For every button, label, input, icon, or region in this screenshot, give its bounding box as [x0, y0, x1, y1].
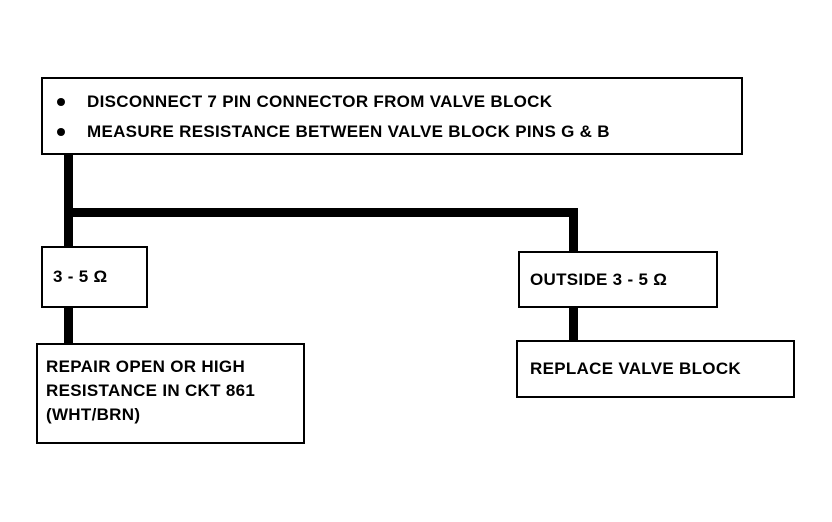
connector-right-result-to-action: [569, 306, 578, 342]
start-step-box: DISCONNECT 7 PIN CONNECTOR FROM VALVE BL…: [41, 77, 743, 155]
action-box-replace: REPLACE VALVE BLOCK: [516, 340, 795, 398]
result-label: 3 - 5 Ω: [53, 267, 108, 286]
connector-start-down: [64, 153, 73, 248]
step-item: DISCONNECT 7 PIN CONNECTOR FROM VALVE BL…: [43, 87, 741, 117]
step-text: MEASURE RESISTANCE BETWEEN VALVE BLOCK P…: [87, 122, 610, 141]
action-text: REPLACE VALVE BLOCK: [530, 359, 741, 378]
result-label: OUTSIDE 3 - 5 Ω: [530, 269, 668, 289]
result-box-in-range: 3 - 5 Ω: [41, 246, 148, 308]
result-box-out-of-range: OUTSIDE 3 - 5 Ω: [518, 251, 718, 308]
action-text: REPAIR OPEN OR HIGH RESISTANCE IN CKT 86…: [46, 357, 256, 424]
action-box-repair: REPAIR OPEN OR HIGH RESISTANCE IN CKT 86…: [36, 343, 305, 444]
bullet-icon: [57, 128, 65, 136]
bullet-icon: [57, 98, 65, 106]
connector-right-down: [569, 208, 578, 253]
step-item: MEASURE RESISTANCE BETWEEN VALVE BLOCK P…: [43, 117, 741, 147]
connector-horizontal-split: [64, 208, 578, 217]
connector-left-result-to-action: [64, 306, 73, 346]
step-text: DISCONNECT 7 PIN CONNECTOR FROM VALVE BL…: [87, 92, 553, 111]
